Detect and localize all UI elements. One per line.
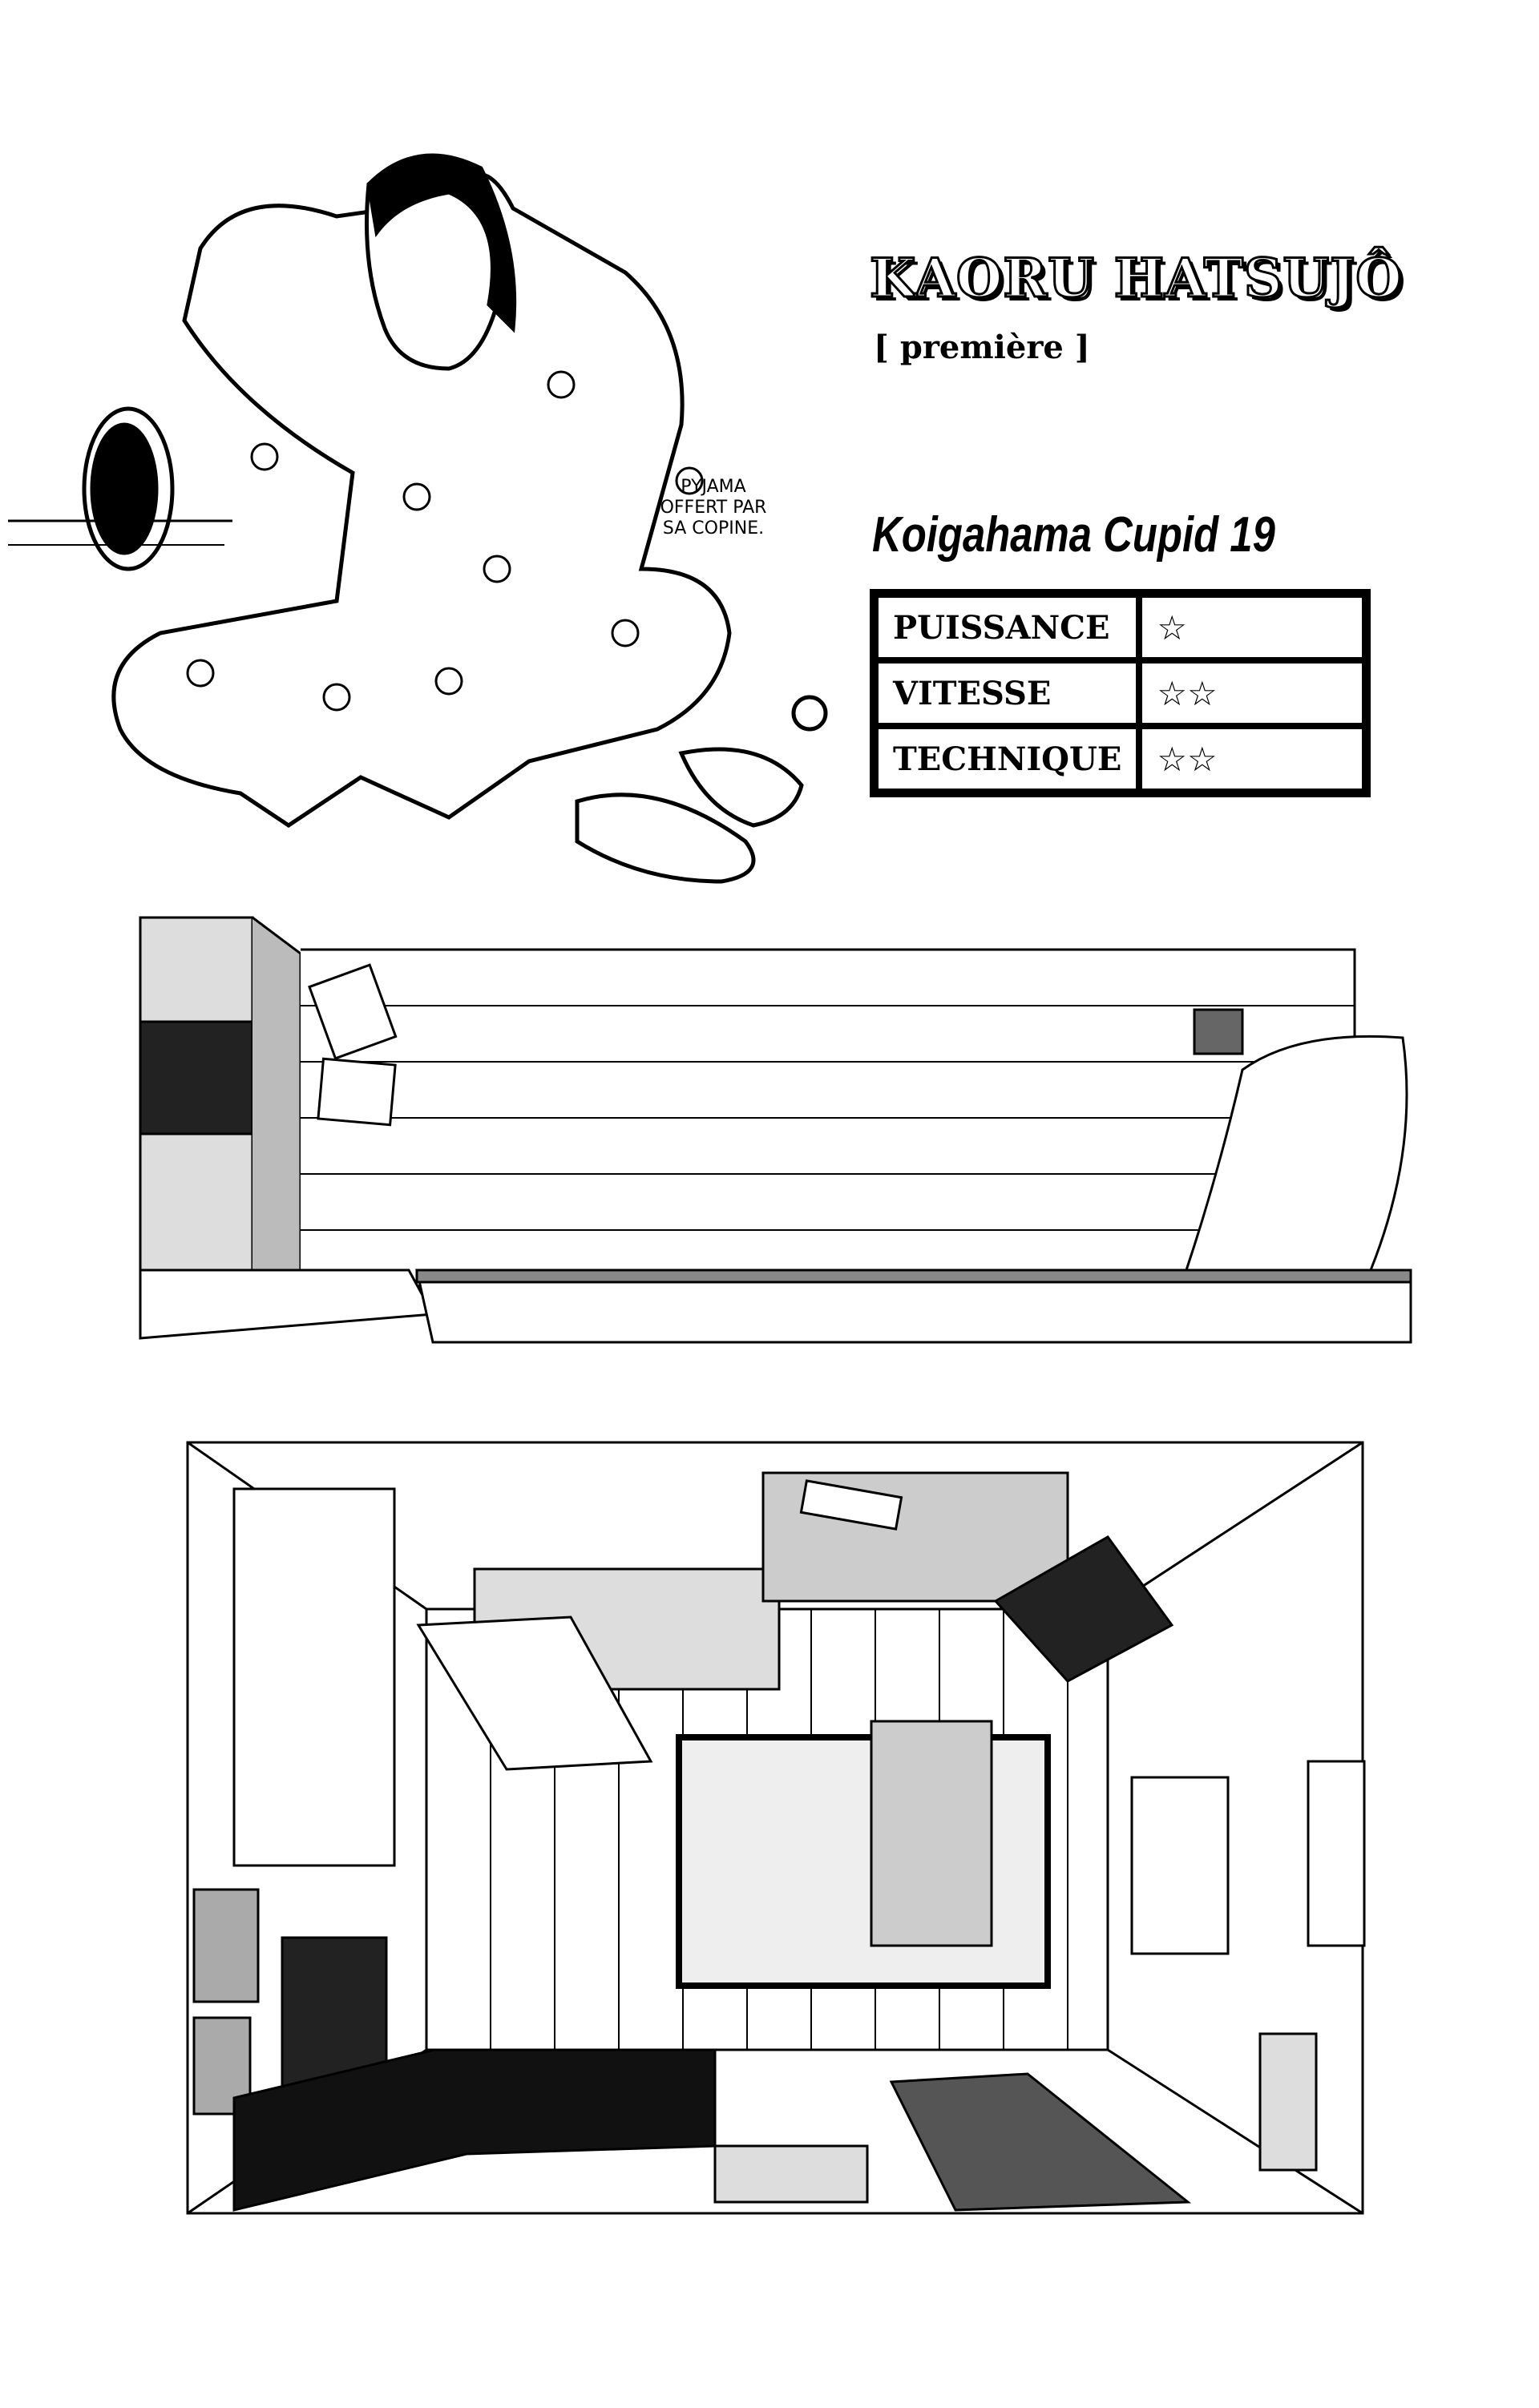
stats-table: PUISSANCE ☆ VITESSE ☆☆ TECHNIQUE ☆☆ [870, 589, 1371, 797]
room-illustration [186, 1441, 1366, 2215]
character-illustration [8, 153, 828, 884]
year-label: [ première ] [874, 329, 1090, 366]
stat-row-puissance: PUISSANCE ☆ [875, 595, 1365, 660]
series-title: Koigahama Cupid 19 [872, 507, 1275, 563]
stat-label: TECHNIQUE [875, 726, 1140, 792]
stat-stars: ☆☆ [1139, 726, 1365, 792]
stat-stars: ☆ [1139, 595, 1365, 660]
stat-label: PUISSANCE [875, 595, 1140, 660]
stat-stars: ☆☆ [1139, 660, 1365, 726]
pajama-annotation: PYJAMA OFFERT PAR SA COPINE. [660, 477, 767, 538]
stat-row-technique: TECHNIQUE ☆☆ [875, 726, 1365, 792]
character-name: KAORU HATSUJÔ [869, 246, 1404, 311]
shelf-illustration [139, 916, 1412, 1344]
stat-row-vitesse: VITESSE ☆☆ [875, 660, 1365, 726]
stat-label: VITESSE [875, 660, 1140, 726]
